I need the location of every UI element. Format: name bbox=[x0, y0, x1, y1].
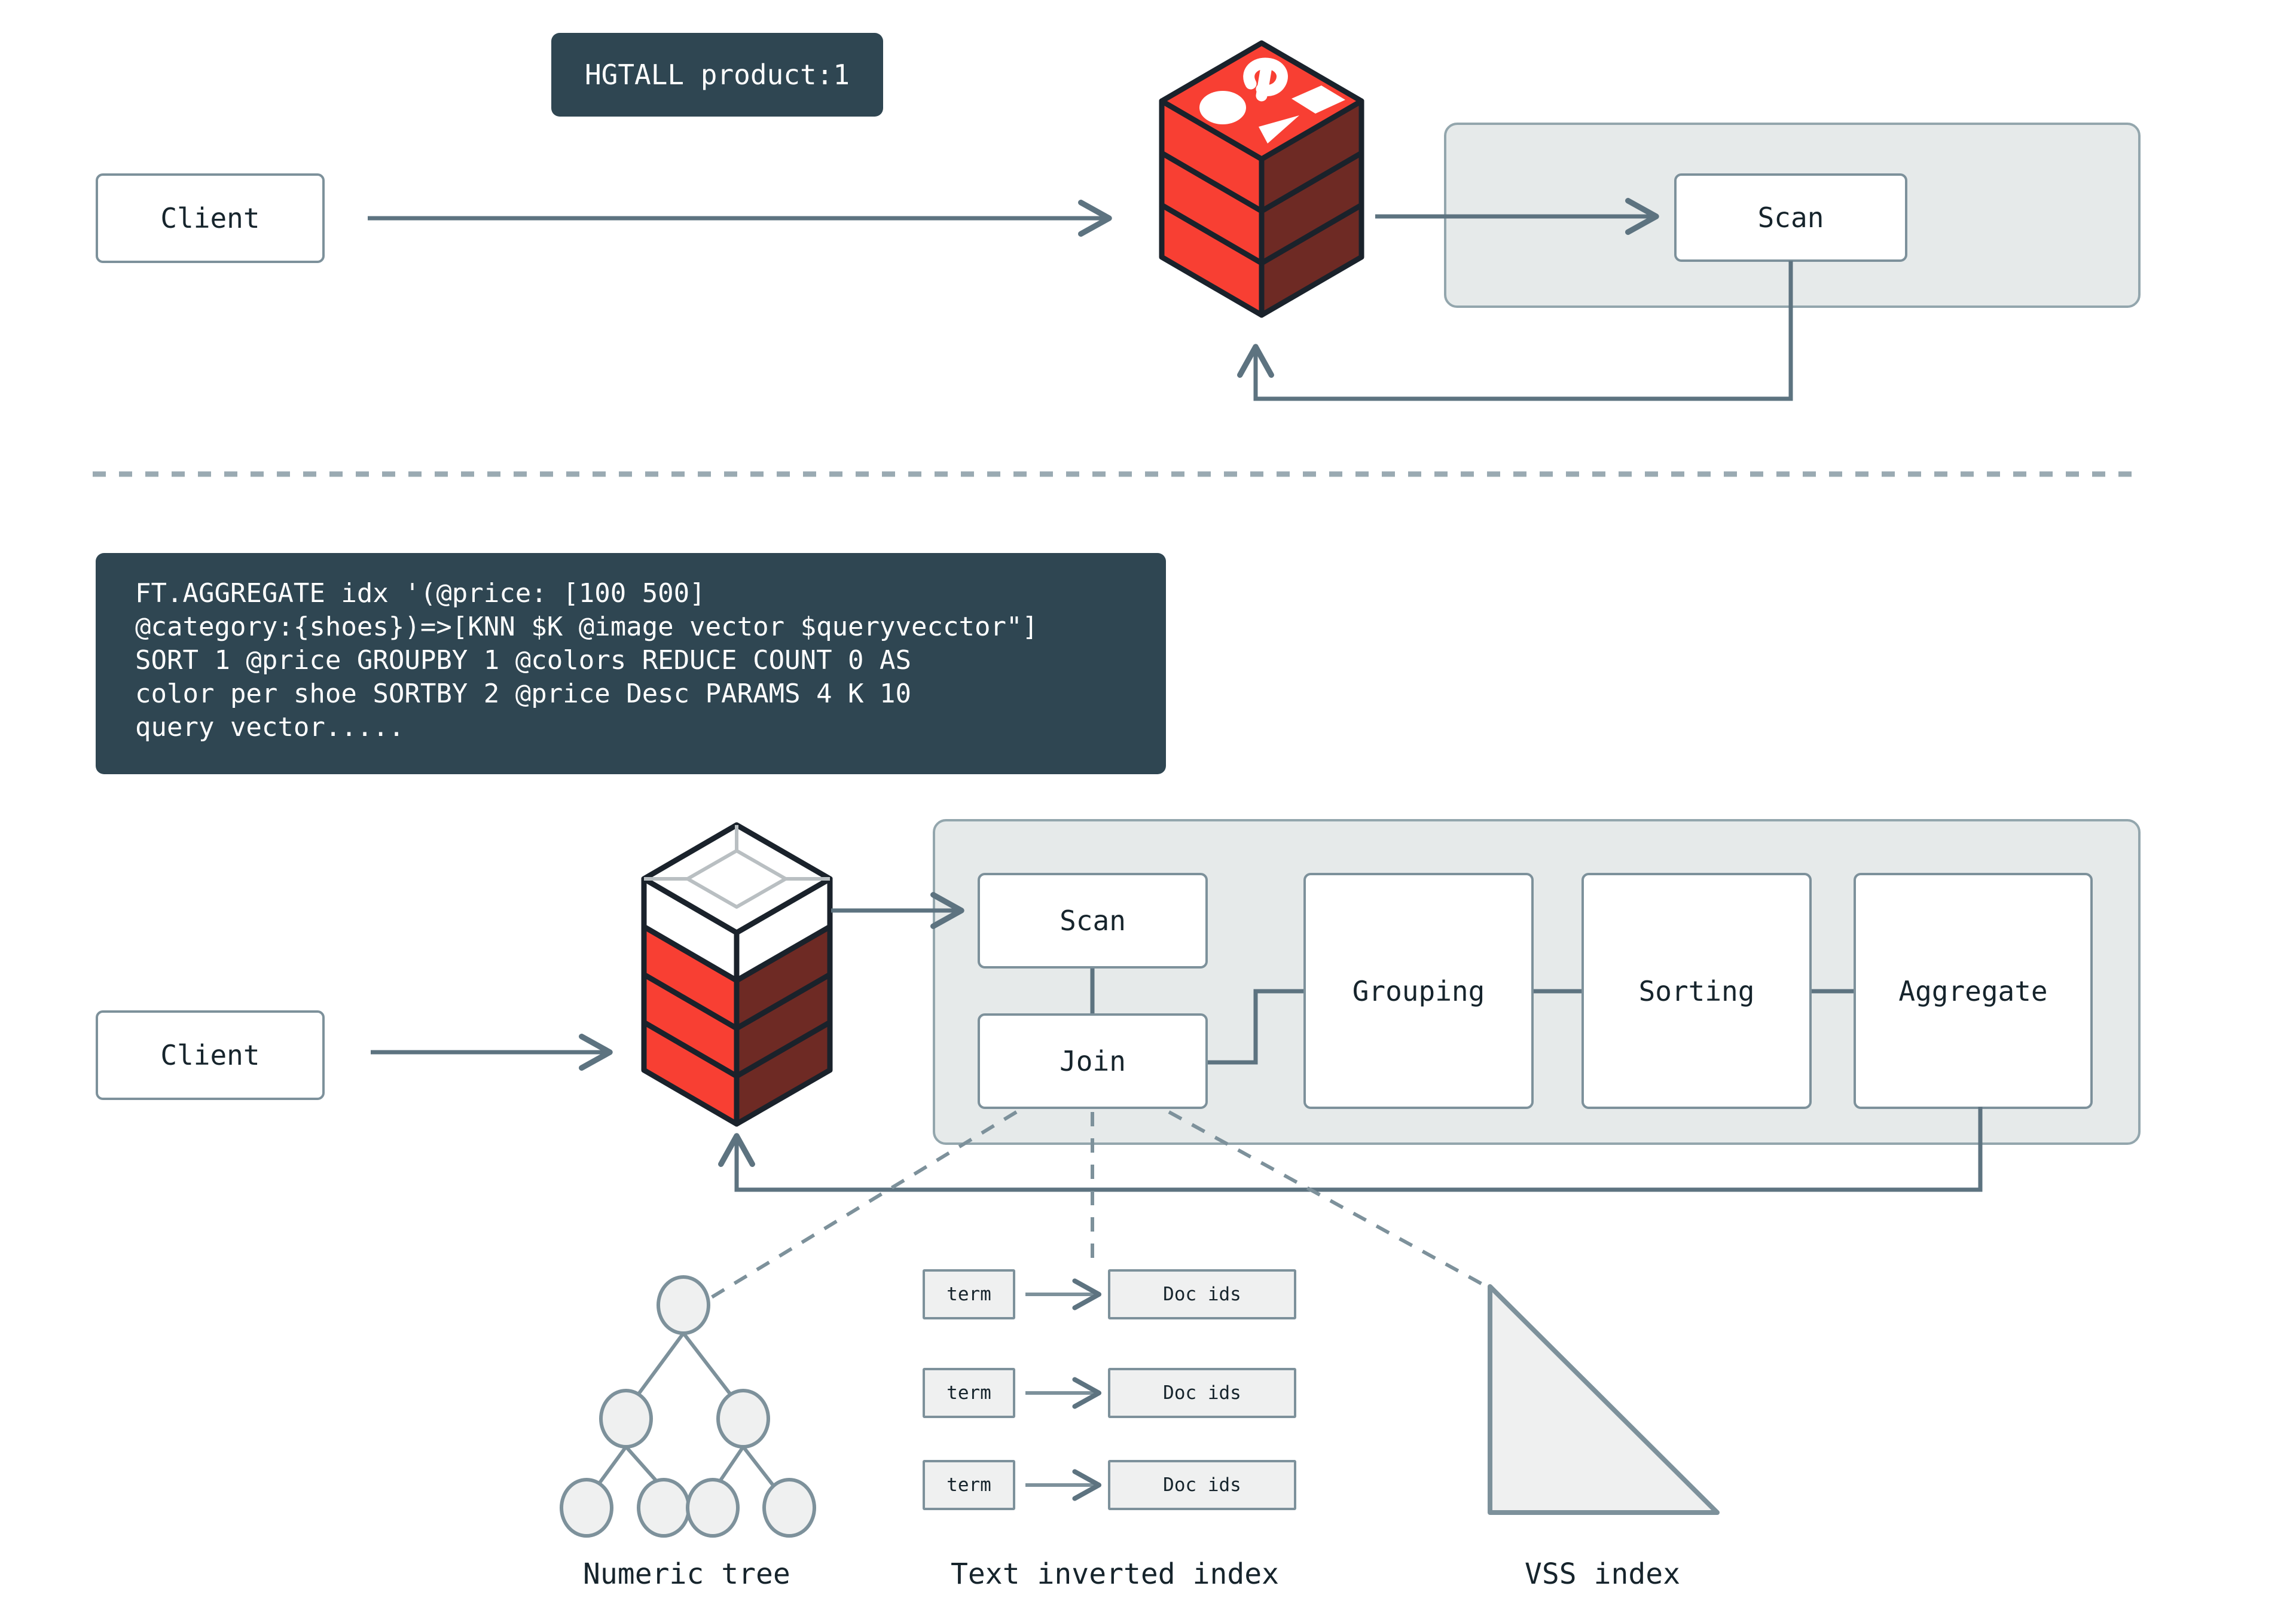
term-box: term bbox=[923, 1269, 1015, 1319]
stage-box-scan-top: Scan bbox=[1674, 173, 1907, 262]
aggregate-command-code-block: FT.AGGREGATE idx '(@price: [100 500] @ca… bbox=[96, 553, 1166, 774]
term-box: term bbox=[923, 1368, 1015, 1418]
caption-numeric-tree: Numeric tree bbox=[583, 1557, 790, 1591]
stage-box-scan: Scan bbox=[978, 873, 1208, 969]
top-command-code-block: HGTALL product:1 bbox=[551, 33, 883, 117]
doc-ids-box: Doc ids bbox=[1108, 1269, 1296, 1319]
stage-box-sorting: Sorting bbox=[1581, 873, 1812, 1109]
vss-index-triangle bbox=[1488, 1284, 1720, 1515]
caption-vss-index: VSS index bbox=[1525, 1557, 1681, 1591]
numeric-tree-diagram bbox=[560, 1275, 816, 1538]
stage-box-grouping: Grouping bbox=[1303, 873, 1534, 1109]
client-box-bottom: Client bbox=[96, 1010, 325, 1100]
stage-box-aggregate: Aggregate bbox=[1854, 873, 2093, 1109]
term-box: term bbox=[923, 1460, 1015, 1510]
redis-cube-icon bbox=[1159, 40, 1364, 318]
redis-cube-open-icon bbox=[641, 822, 833, 1127]
doc-ids-box: Doc ids bbox=[1108, 1368, 1296, 1418]
doc-ids-box: Doc ids bbox=[1108, 1460, 1296, 1510]
caption-text-inverted-index: Text inverted index bbox=[951, 1557, 1280, 1591]
client-box-top: Client bbox=[96, 173, 325, 263]
stage-box-join: Join bbox=[978, 1013, 1208, 1109]
